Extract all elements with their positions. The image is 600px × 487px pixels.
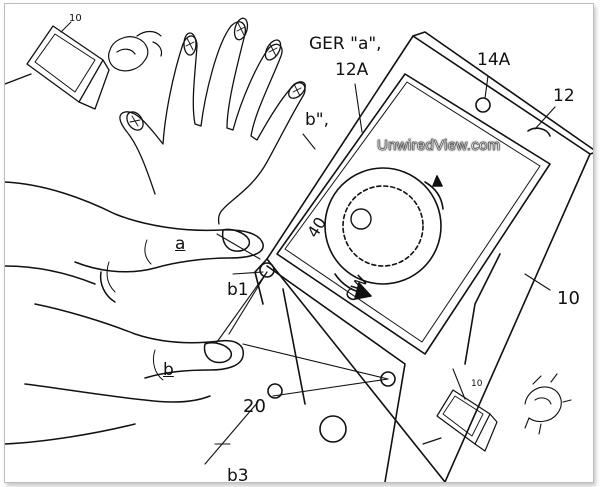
label-ger-a: GER "a", [309, 36, 382, 53]
label-12a: 12A [335, 62, 368, 79]
watermark: UnwiredView.com [377, 137, 500, 154]
small-device-top-left [5, 22, 109, 109]
device-body [255, 32, 593, 482]
label-10-small-bottom: 10 [471, 380, 482, 389]
label-finger-b: b [163, 362, 174, 379]
label-b1: b1 [227, 282, 249, 299]
label-20: 20 [243, 398, 266, 416]
gesture-sketch-bottom-right [525, 374, 571, 434]
gesture-sketch-top [109, 32, 162, 71]
patent-drawing [5, 4, 593, 482]
label-10-main: 10 [557, 290, 580, 308]
figure-frame: GER "a", 12A 14A 12 b", 10 40 CW a b b1 … [4, 3, 594, 483]
label-10-small-top: 10 [69, 14, 82, 24]
label-finger-a: a [175, 236, 185, 253]
label-b3: b3 [227, 468, 249, 483]
label-b-quote: b", [305, 112, 329, 129]
label-12: 12 [553, 88, 575, 105]
pointing-hand [5, 182, 263, 444]
label-14a: 14A [477, 52, 510, 69]
circular-gesture [325, 168, 443, 299]
small-device-bottom-right [423, 390, 497, 451]
open-hand [120, 17, 308, 224]
